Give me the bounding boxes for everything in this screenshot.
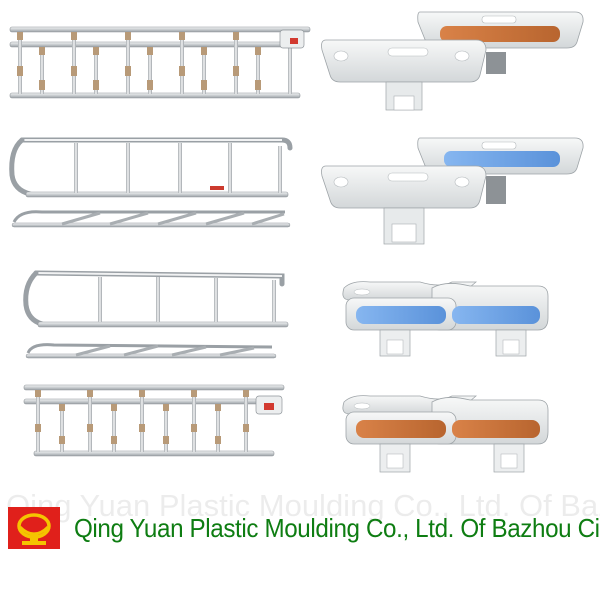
side-rail-3 [23,270,289,359]
watermark-text: Qing Yuan Plastic Moulding Co., Ltd. Of … [6,488,600,523]
headboard-back [417,137,584,204]
headboard-pair-4 [342,395,549,473]
headboard-pair-3 [342,281,549,357]
side-rail-2 [9,137,293,228]
headboard-mounts [379,329,527,357]
headboard-pair-1 [321,11,584,111]
company-name: Qing Yuan Plastic Moulding Co., Ltd. Of … [74,513,600,543]
rail-latch [255,395,283,415]
folded-rail-2 [11,210,291,228]
headboard-pair-2 [321,137,584,245]
company-logo [8,507,60,549]
rail-joints [17,32,261,90]
headboard-front [321,39,487,111]
side-rail-1 [9,26,311,99]
rail-posts [18,32,292,94]
headboard-front [321,165,487,245]
rail-latch [279,29,305,49]
headboard-back [417,11,584,74]
folded-rail-3 [25,343,277,359]
side-rail-4 [23,384,285,457]
headboard-mounts [379,443,525,473]
